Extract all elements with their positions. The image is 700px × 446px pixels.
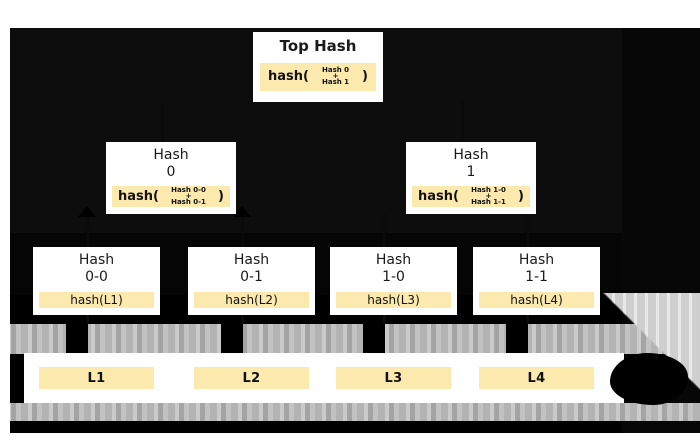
texture-mask-3 [363,324,385,354]
plus-operator: + [185,192,192,201]
operand-1: Hash 0-0 [171,186,206,195]
node-title-hash-0-0: Hash 0-0 [78,252,115,285]
edge-hash1-to-hash10 [383,214,386,247]
hash-operands: Hash 0-0 + Hash 0-1 [171,187,206,206]
diagram-canvas: Top Hash hash( Hash 0 + Hash 1 ) Hash 0 … [10,28,700,433]
data-block-field-l2: L2 [194,367,309,389]
hash-expression-hash-0: hash( Hash 0-0 + Hash 0-1 ) [112,186,230,207]
data-block-label: L2 [242,370,261,386]
data-block-label: L1 [87,370,106,386]
node-top-hash[interactable]: Top Hash hash( Hash 0 + Hash 1 ) [253,32,383,102]
hash-expression-text: hash(L1) [70,293,123,308]
arrowhead-hash00 [78,206,96,217]
texture-mask-1 [66,324,88,354]
data-block-l3[interactable]: L3 [330,359,457,397]
close-paren: ) [362,69,368,85]
node-hash-1[interactable]: Hash 1 hash( Hash 1-0 + Hash 1-1 ) [406,142,536,214]
data-block-label: L3 [384,370,403,386]
data-block-l2[interactable]: L2 [188,359,315,397]
plus-operator: + [485,192,492,201]
texture-mask-4 [506,324,528,354]
hash-expression-hash-1-0: hash(L3) [336,292,451,308]
data-block-label: L4 [527,370,546,386]
arrowhead-hash01 [233,206,251,217]
node-hash-1-1[interactable]: Hash 1-1 hash(L4) [473,247,600,315]
data-block-l4[interactable]: L4 [473,359,600,397]
node-title-hash-1-0: Hash 1-0 [375,252,412,285]
texture-mask-2 [221,324,243,354]
plus-operator: + [332,72,339,81]
hash-expression-text: hash(L4) [510,293,563,308]
node-title-hash-0: Hash 0 [153,147,189,180]
node-hash-1-0[interactable]: Hash 1-0 hash(L3) [330,247,457,315]
texture-band-upper [10,324,700,354]
hash-expression-hash-0-0: hash(L1) [39,292,154,308]
operand-1: Hash 0 [321,66,350,75]
data-block-row: L1 L2 L3 L4 [24,353,624,403]
hash-keyword: hash( [118,189,159,205]
data-block-l1[interactable]: L1 [33,359,160,397]
node-title-top-hash: Top Hash [279,37,357,55]
texture-blob-right [610,353,688,405]
hash-keyword: hash( [418,189,459,205]
edge-hash1-to-hash11 [526,214,529,247]
hash-expression-text: hash(L3) [367,293,420,308]
operand-2: Hash 1-1 [471,198,506,207]
close-paren: ) [518,189,524,205]
hash-expression-hash-0-1: hash(L2) [194,292,309,308]
operand-2: Hash 1 [321,78,350,87]
hash-expression-hash-1-1: hash(L4) [479,292,594,308]
hash-operands: Hash 1-0 + Hash 1-1 [471,187,506,206]
edge-top-to-hash0 [161,102,164,144]
edge-hash0-to-hash00 [86,214,89,247]
data-block-field-l4: L4 [479,367,594,389]
close-paren: ) [218,189,224,205]
hash-expression-text: hash(L2) [225,293,278,308]
hash-expression-hash-1: hash( Hash 1-0 + Hash 1-1 ) [412,186,530,207]
node-hash-0-0[interactable]: Hash 0-0 hash(L1) [33,247,160,315]
operand-2: Hash 0-1 [171,198,206,207]
node-hash-0-1[interactable]: Hash 0-1 hash(L2) [188,247,315,315]
edge-top-to-hash1 [461,102,464,144]
operand-1: Hash 1-0 [471,186,506,195]
hash-expression-top: hash( Hash 0 + Hash 1 ) [260,62,376,91]
texture-band-lower [10,403,700,421]
data-block-field-l3: L3 [336,367,451,389]
node-hash-0[interactable]: Hash 0 hash( Hash 0-0 + Hash 0-1 ) [106,142,236,214]
data-block-field-l1: L1 [39,367,154,389]
node-title-hash-1: Hash 1 [453,147,489,180]
node-title-hash-0-1: Hash 0-1 [233,252,270,285]
hash-keyword: hash( [268,69,309,85]
edge-hash0-to-hash01 [241,214,244,247]
hash-operands: Hash 0 + Hash 1 [322,67,349,86]
node-title-hash-1-1: Hash 1-1 [518,252,555,285]
